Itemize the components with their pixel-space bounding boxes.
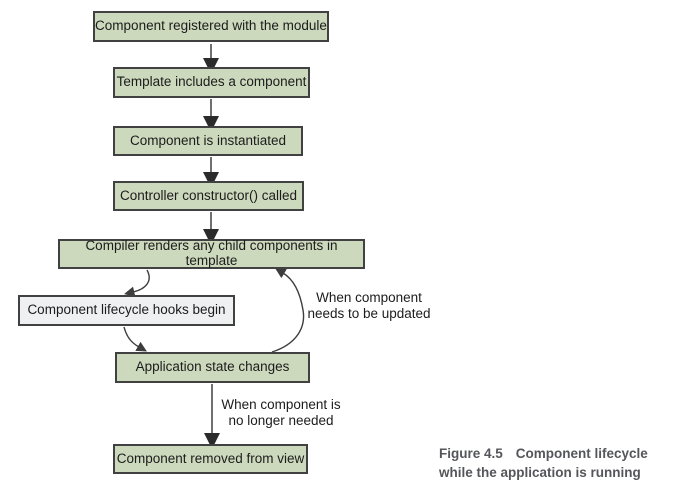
caption-text-1: Component lifecycle — [515, 446, 648, 461]
caption-figure-number: Figure 4.5 — [439, 446, 503, 461]
node-application-state: Application state changes — [115, 352, 310, 383]
node-component-registered: Component registered with the module — [93, 11, 329, 42]
caption-line-1: Figure 4.5 Component lifecycle — [439, 444, 675, 463]
node-component-instantiated: Component is instantiated — [113, 126, 303, 156]
arrow-compiler-to-hooks — [124, 269, 150, 297]
node-compiler-renders: Compiler renders any child components in… — [58, 238, 365, 269]
figure-caption: Figure 4.5 Component lifecycle while the … — [439, 444, 675, 482]
caption-line-2: while the application is running — [439, 465, 641, 480]
node-lifecycle-hooks: Component lifecycle hooks begin — [18, 295, 235, 326]
arrow-state-to-compiler — [271, 268, 305, 353]
edge-label-needs-update: When component needs to be updated — [307, 290, 431, 321]
node-component-removed: Component removed from view — [113, 444, 308, 474]
edge-label-no-longer-needed: When component is no longer needed — [221, 397, 341, 428]
node-template-includes: Template includes a component — [113, 67, 310, 98]
arrow-hooks-to-state — [123, 326, 147, 352]
node-controller-constructor: Controller constructor() called — [113, 181, 304, 211]
